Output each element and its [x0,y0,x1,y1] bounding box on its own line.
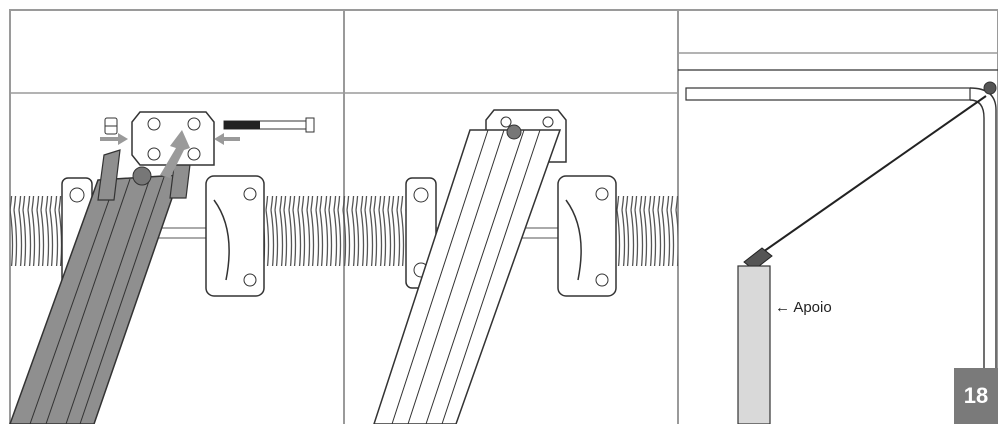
spring-bracket-right-2 [557,175,617,297]
nut-icon [104,117,118,135]
panel-2 [344,109,678,424]
right-arrow-icon [100,133,128,145]
page-number: 18 [963,383,989,408]
door-rail-gray [9,147,193,424]
page-number-badge: 18 [954,368,998,424]
bracket-plate-icon [131,111,215,166]
support-post [737,265,771,424]
horizontal-track [678,69,998,101]
panel-3 [678,69,998,424]
bolt-icon [223,117,315,133]
spring-bracket-right [205,175,265,297]
panel-1 [9,111,344,424]
curved-track [969,81,997,424]
support-label: ← Apoio [775,299,832,316]
lift-cable [759,95,987,255]
door-rail-white [373,124,562,424]
left-arrow-icon [214,133,240,145]
up-arrow-icon [160,130,190,178]
